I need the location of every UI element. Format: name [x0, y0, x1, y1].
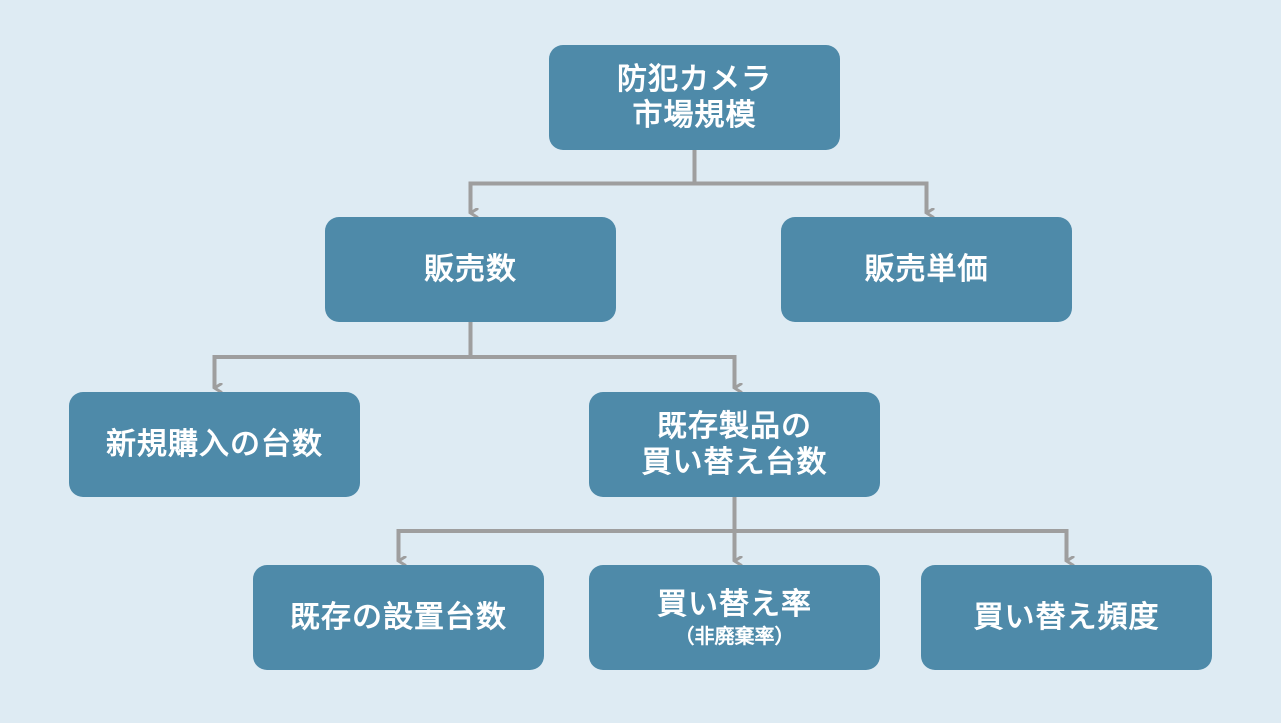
edge-layer: [212, 150, 1067, 561]
connector-sales_volume-to-new_purchases: [212, 322, 473, 388]
node-replacement-rate-label: 買い替え率: [657, 586, 812, 622]
node-replacement-frequency: 買い替え頻度: [921, 565, 1212, 670]
connector-root-to-sales_volume: [468, 150, 697, 213]
node-installed-base-label: 既存の設置台数: [290, 599, 507, 635]
node-market-size-line1: 防犯カメラ: [617, 61, 772, 97]
node-replacement-frequency-label: 買い替え頻度: [973, 599, 1160, 635]
node-market-size: 防犯カメラ 市場規模: [549, 45, 840, 150]
connector-replacement_units-to-replacement_frequency: [732, 497, 1067, 561]
node-sales-volume-label: 販売数: [424, 251, 517, 287]
node-market-size-line2: 市場規模: [632, 97, 757, 133]
node-replacement-rate-sub: （非廃棄率）: [674, 623, 795, 648]
node-new-purchases-label: 新規購入の台数: [106, 426, 323, 462]
node-unit-price-label: 販売単価: [864, 251, 989, 287]
node-replacement-units-line1: 既存製品の: [657, 408, 812, 444]
connector-root-to-unit_price: [692, 150, 927, 213]
node-unit-price: 販売単価: [781, 217, 1072, 322]
node-replacement-units: 既存製品の 買い替え台数: [589, 392, 880, 497]
node-sales-volume: 販売数: [325, 217, 616, 322]
node-new-purchases: 新規購入の台数: [69, 392, 360, 497]
node-replacement-rate: 買い替え率 （非廃棄率）: [589, 565, 880, 670]
connector-replacement_units-to-installed_base: [396, 497, 737, 561]
connector-sales_volume-to-replacement_units: [468, 322, 735, 388]
node-replacement-units-line2: 買い替え台数: [641, 444, 828, 480]
node-installed-base: 既存の設置台数: [253, 565, 544, 670]
